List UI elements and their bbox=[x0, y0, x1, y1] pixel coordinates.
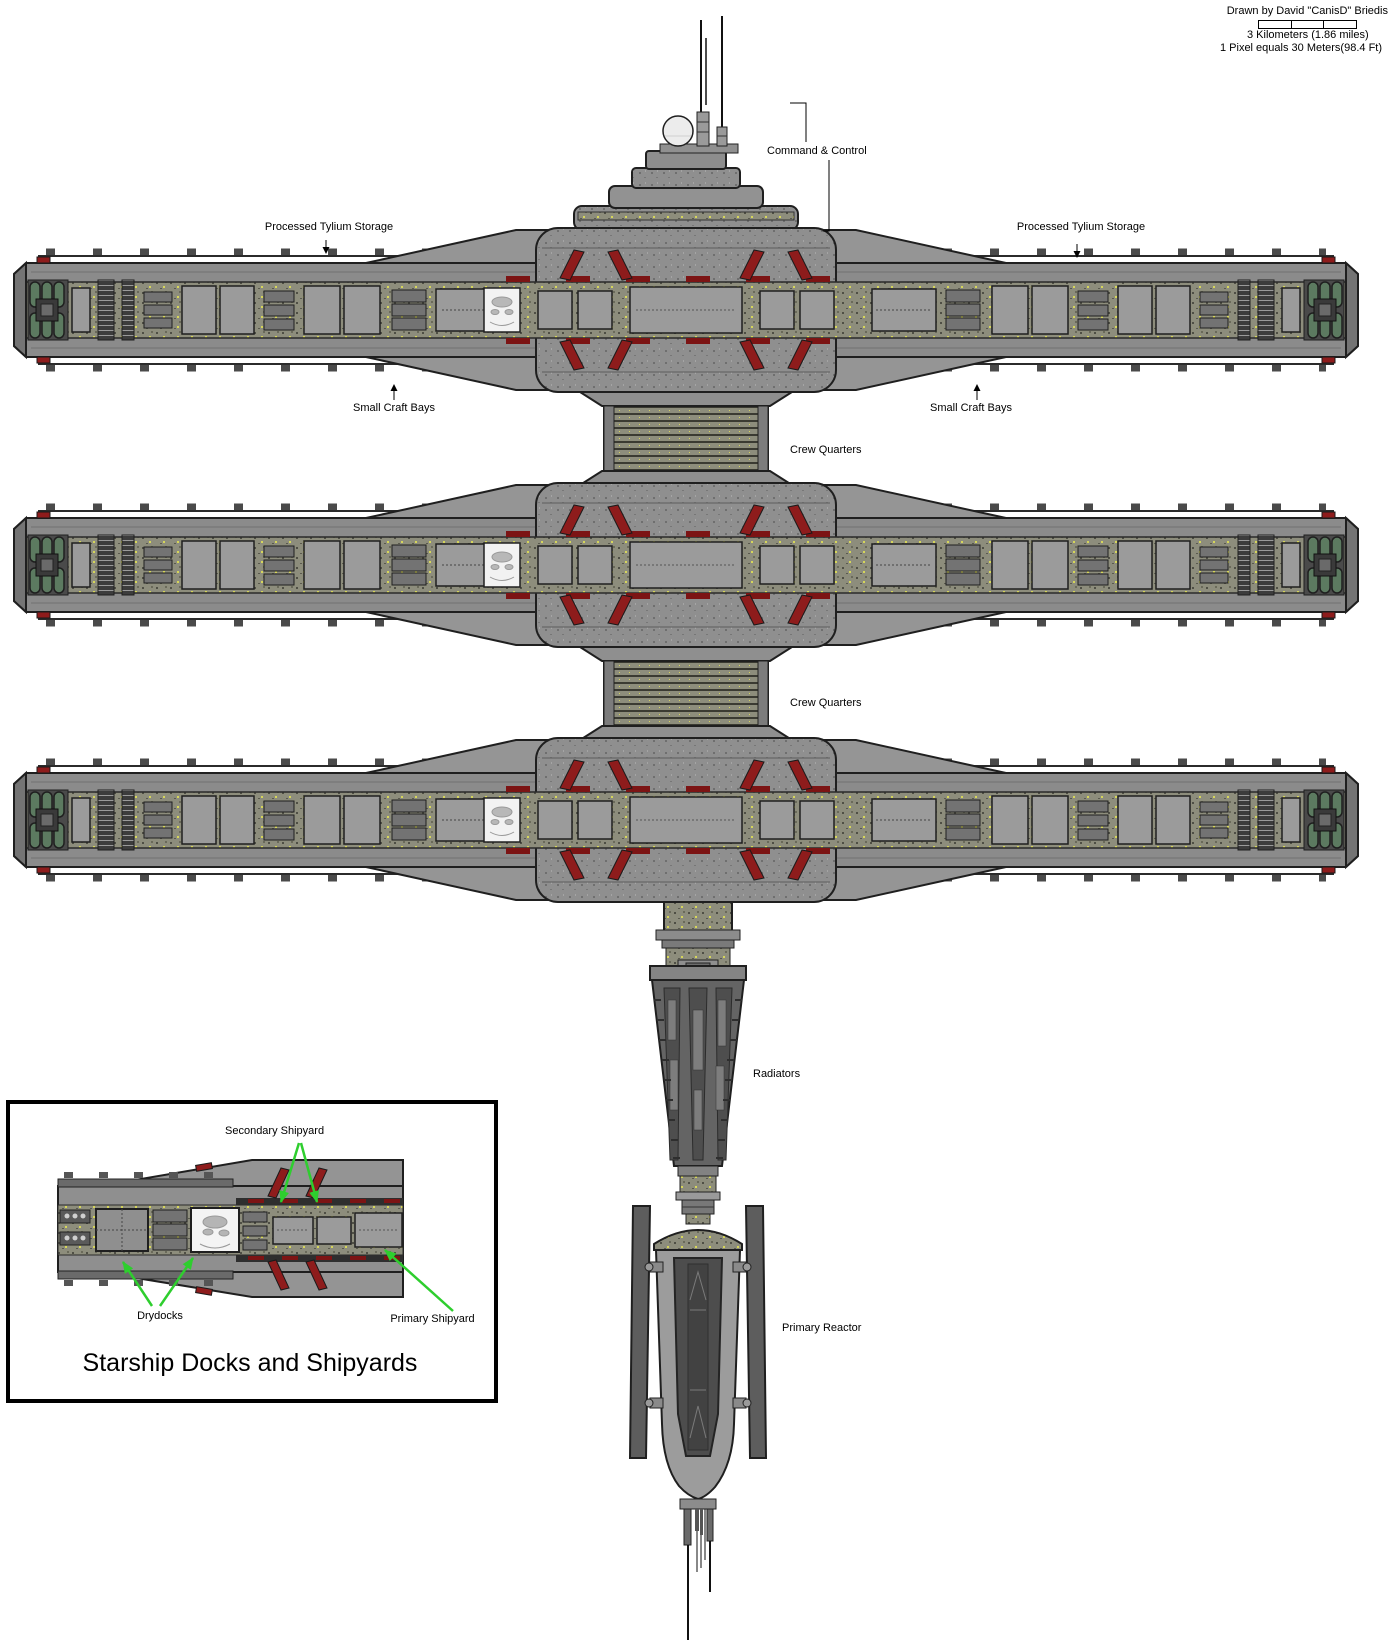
command-control-label: Command & Control bbox=[767, 145, 867, 157]
primary-shipyard-arrow bbox=[384, 1249, 454, 1312]
command-control-bracket-bottom bbox=[823, 160, 830, 232]
scale-bar-segment bbox=[1324, 21, 1356, 28]
scale-secondary-label: 1 Pixel equals 30 Meters(98.4 Ft) bbox=[1219, 42, 1383, 54]
primary-reactor-label: Primary Reactor bbox=[782, 1322, 862, 1334]
wing-deck-bottom bbox=[14, 738, 1358, 902]
crew-quarters-trunk-upper bbox=[579, 391, 793, 486]
scale-primary-label: 3 Kilometers (1.86 miles) bbox=[1247, 29, 1369, 41]
secondary-shipyard-arrow-left bbox=[279, 1142, 301, 1203]
command-tower bbox=[573, 16, 799, 231]
wing-deck-top bbox=[14, 228, 1358, 392]
radiators-label: Radiators bbox=[753, 1068, 801, 1080]
tylium-storage-label-right: Processed Tylium Storage bbox=[1016, 221, 1146, 233]
crew-quarters-label-upper: Crew Quarters bbox=[790, 444, 862, 456]
drydocks-label: Drydocks bbox=[137, 1310, 183, 1322]
small-craft-bays-label-left: Small Craft Bays bbox=[353, 402, 435, 414]
small-craft-bays-label-right: Small Craft Bays bbox=[930, 402, 1012, 414]
primary-shipyard-label: Primary Shipyard bbox=[390, 1313, 475, 1325]
scale-bar-segment bbox=[1292, 21, 1325, 28]
secondary-shipyard-arrow-right bbox=[299, 1142, 319, 1203]
inset-secondary-shipyard-b bbox=[316, 1216, 352, 1245]
inset-title: Starship Docks and Shipyards bbox=[82, 1349, 418, 1377]
inset-primary-shipyard bbox=[354, 1212, 403, 1248]
radiator-boom bbox=[649, 897, 747, 1177]
primary-reactor-assembly bbox=[628, 1175, 768, 1640]
inset-docked-ship-bay bbox=[190, 1207, 240, 1253]
scale-bar-segment bbox=[1259, 21, 1292, 28]
drydocks-arrow-left bbox=[121, 1261, 154, 1307]
scale-bar bbox=[1258, 20, 1357, 29]
inset-hull-detail bbox=[57, 1159, 404, 1298]
crew-quarters-trunk-lower bbox=[579, 646, 793, 741]
credit-text: Drawn by David "CanisD" Briedis bbox=[1226, 5, 1388, 17]
drydocks-arrow-right bbox=[158, 1257, 195, 1307]
command-control-bracket-top bbox=[790, 102, 807, 142]
crew-quarters-label-lower: Crew Quarters bbox=[790, 697, 862, 709]
sensor-dome bbox=[662, 115, 694, 147]
wing-deck-middle bbox=[14, 483, 1358, 647]
tylium-storage-label-left: Processed Tylium Storage bbox=[264, 221, 394, 233]
secondary-shipyard-label: Secondary Shipyard bbox=[225, 1125, 325, 1137]
